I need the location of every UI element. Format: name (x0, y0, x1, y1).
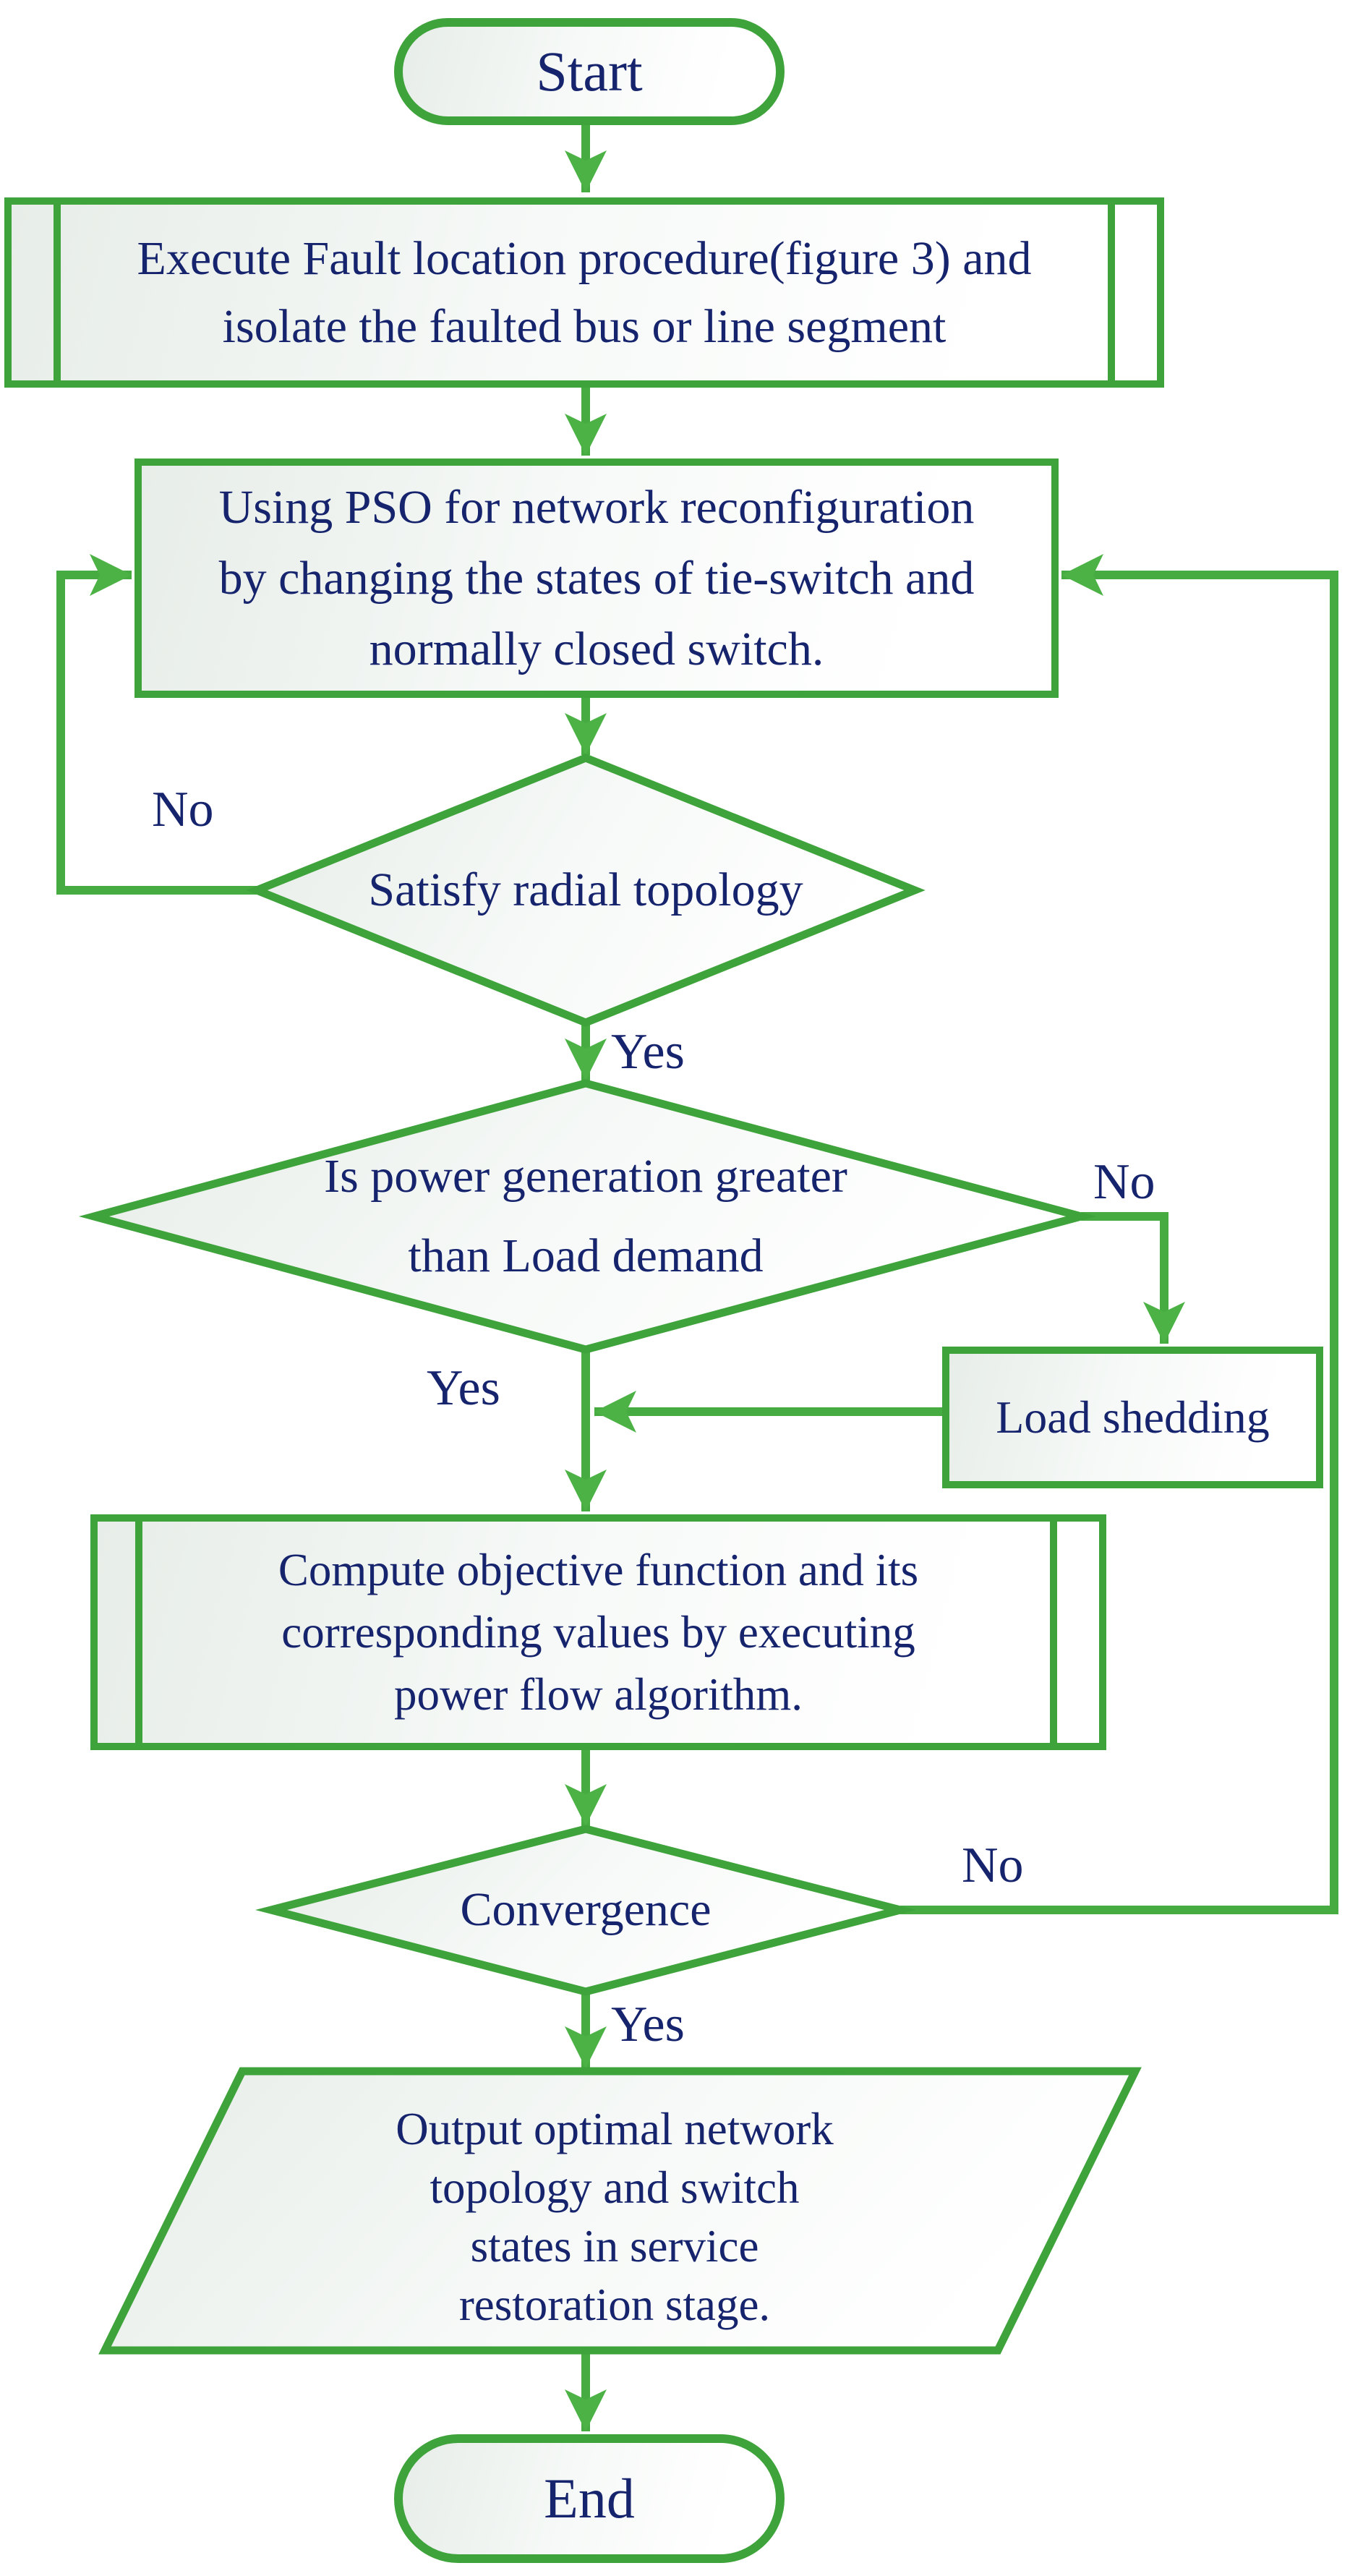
edge-label-convergence-no: No (962, 1838, 1024, 1893)
node-objective-line: power flow algorithm. (393, 1669, 803, 1720)
decision-radial-topology (246, 754, 926, 1027)
io-output-line: topology and switch (430, 2162, 800, 2213)
decision-power-generation (78, 1079, 1097, 1354)
node-load-shedding-label: Load shedding (996, 1391, 1270, 1443)
node-fault-isolation-line: Execute Fault location procedure(figure … (137, 231, 1032, 285)
node-pso-line: normally closed switch. (369, 622, 824, 675)
decision-convergence (255, 1825, 916, 1996)
io-output-label: Output optimal network topology and swit… (217, 2099, 1012, 2334)
decision-power-generation-line: than Load demand (408, 1229, 764, 1282)
connector-radial-no-loop-to-pso (56, 554, 257, 895)
io-output-line: restoration stage. (458, 2279, 771, 2330)
io-output-line: Output optimal network (396, 2103, 834, 2154)
node-fault-isolation-line: isolate the faulted bus or line segment (222, 299, 947, 353)
node-pso-line: Using PSO for network reconfiguration (218, 480, 975, 534)
node-objective-function: Compute objective function and its corre… (90, 1514, 1106, 1750)
node-end: End (394, 2434, 785, 2563)
edge-label-convergence-yes: Yes (611, 1997, 685, 2052)
decision-radial-topology-label: Satisfy radial topology (368, 863, 803, 916)
predefined-process-bar-icon (1050, 1522, 1057, 1743)
node-end-label: End (544, 2467, 635, 2530)
edge-label-radial-no: No (152, 782, 214, 837)
node-pso-reconfiguration: Using PSO for network reconfiguration by… (134, 459, 1059, 698)
predefined-process-bar-icon (135, 1522, 142, 1743)
node-load-shedding: Load shedding (942, 1347, 1323, 1488)
decision-power-generation-line: Is power generation greater (324, 1150, 847, 1203)
edge-label-power-no: No (1093, 1154, 1155, 1210)
predefined-process-bar-icon (54, 205, 61, 380)
connector-power-no-to-loadshedding (1081, 1212, 1185, 1344)
decision-convergence-label: Convergence (460, 1883, 712, 1936)
decision-power-generation-label: Is power generation greater than Load de… (224, 1133, 947, 1300)
node-pso-line: by changing the states of tie-switch and (218, 551, 975, 605)
node-start-label: Start (536, 40, 643, 103)
io-output-parallelogram (98, 2067, 1142, 2355)
node-fault-isolation: Execute Fault location procedure(figure … (4, 197, 1164, 388)
node-start: Start (394, 18, 785, 125)
io-output-line: states in service (470, 2220, 759, 2272)
edge-label-power-yes: Yes (427, 1360, 500, 1416)
node-objective-line: Compute objective function and its (278, 1545, 919, 1595)
node-objective-line: corresponding values by executing (281, 1607, 915, 1658)
connector-convergence-no-loop-to-pso (900, 554, 1338, 1914)
edge-label-radial-yes: Yes (611, 1024, 685, 1080)
predefined-process-bar-icon (1108, 205, 1115, 380)
